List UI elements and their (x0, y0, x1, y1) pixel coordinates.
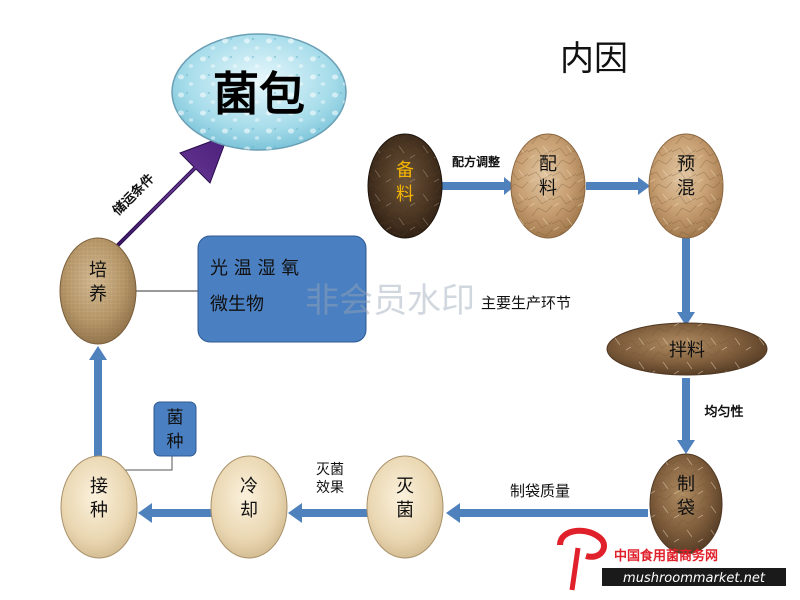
arrow-lengque-jiezhong (138, 503, 212, 523)
target-label: 菌包 (213, 67, 305, 121)
logo-swirl-icon (557, 527, 607, 560)
connector-junzhong-jiezhong (118, 456, 173, 471)
arrow-miejun-lengque (288, 503, 370, 523)
node-beiliao-label: 备料 (396, 160, 414, 205)
label-miejun-effect: 灭菌效果 (316, 462, 344, 496)
node-peiyang-label: 培养 (89, 260, 107, 305)
node-lengque-label: 冷却 (240, 476, 258, 521)
logo-stem-icon (569, 547, 581, 591)
node-zhidai-label: 制袋 (677, 474, 695, 519)
arrow-yuhun-banliao (677, 238, 695, 326)
node-yuhun: 预混 (648, 133, 724, 239)
node-beiliao: 备料 (367, 133, 443, 239)
node-miejun-label: 灭菌 (396, 476, 414, 521)
label-junyun: 均匀性 (704, 404, 743, 420)
logo-url: mushroommarket.net (623, 571, 766, 586)
node-jiezhong: 接种 (60, 455, 138, 559)
label-zhidai-quality: 制袋质量 (510, 482, 570, 500)
arrow-zhidai-miejun (446, 503, 648, 523)
logo-cn: 中国食用菌商务网 (614, 548, 718, 564)
node-zhidai: 制袋 (649, 453, 723, 555)
label-main-process: 主要生产环节 (481, 294, 571, 312)
label-peifang: 配方调整 (452, 154, 500, 169)
node-peiyang: 培养 (59, 237, 137, 345)
node-yuhun-label: 预混 (677, 154, 695, 199)
logo-url-bar (602, 568, 786, 586)
target-junbao: 菌包 (171, 33, 347, 151)
diagram-title: 内因 (560, 39, 628, 79)
factor-box: 光 温 湿 氧 微生物 (197, 235, 367, 343)
storage-arrow (115, 134, 229, 248)
node-miejun: 灭菌 (366, 455, 444, 559)
node-jiezhong-label: 接种 (90, 476, 108, 521)
factor-line-2: 微生物 (210, 294, 264, 315)
node-banliao-label: 拌料 (669, 340, 705, 361)
site-logo: 中国食用菌商务网 mushroommarket.net (557, 527, 786, 591)
node-peiliao: 配料 (510, 133, 586, 239)
arrow-peiliao-yuhun (586, 177, 650, 195)
node-peiliao-label: 配料 (539, 154, 557, 199)
node-junzhong-label: 菌种 (167, 408, 184, 452)
arrow-beiliao-peiliao (442, 177, 515, 195)
factor-line-1: 光 温 湿 氧 (210, 258, 299, 279)
node-junzhong: 菌种 (153, 401, 197, 457)
arrow-banliao-zhidai (677, 378, 695, 454)
node-lengque: 冷却 (210, 455, 288, 559)
watermark: 非会员水印 (305, 281, 475, 321)
node-banliao: 拌料 (606, 322, 768, 376)
arrow-jiezhong-peiyang (89, 346, 107, 460)
